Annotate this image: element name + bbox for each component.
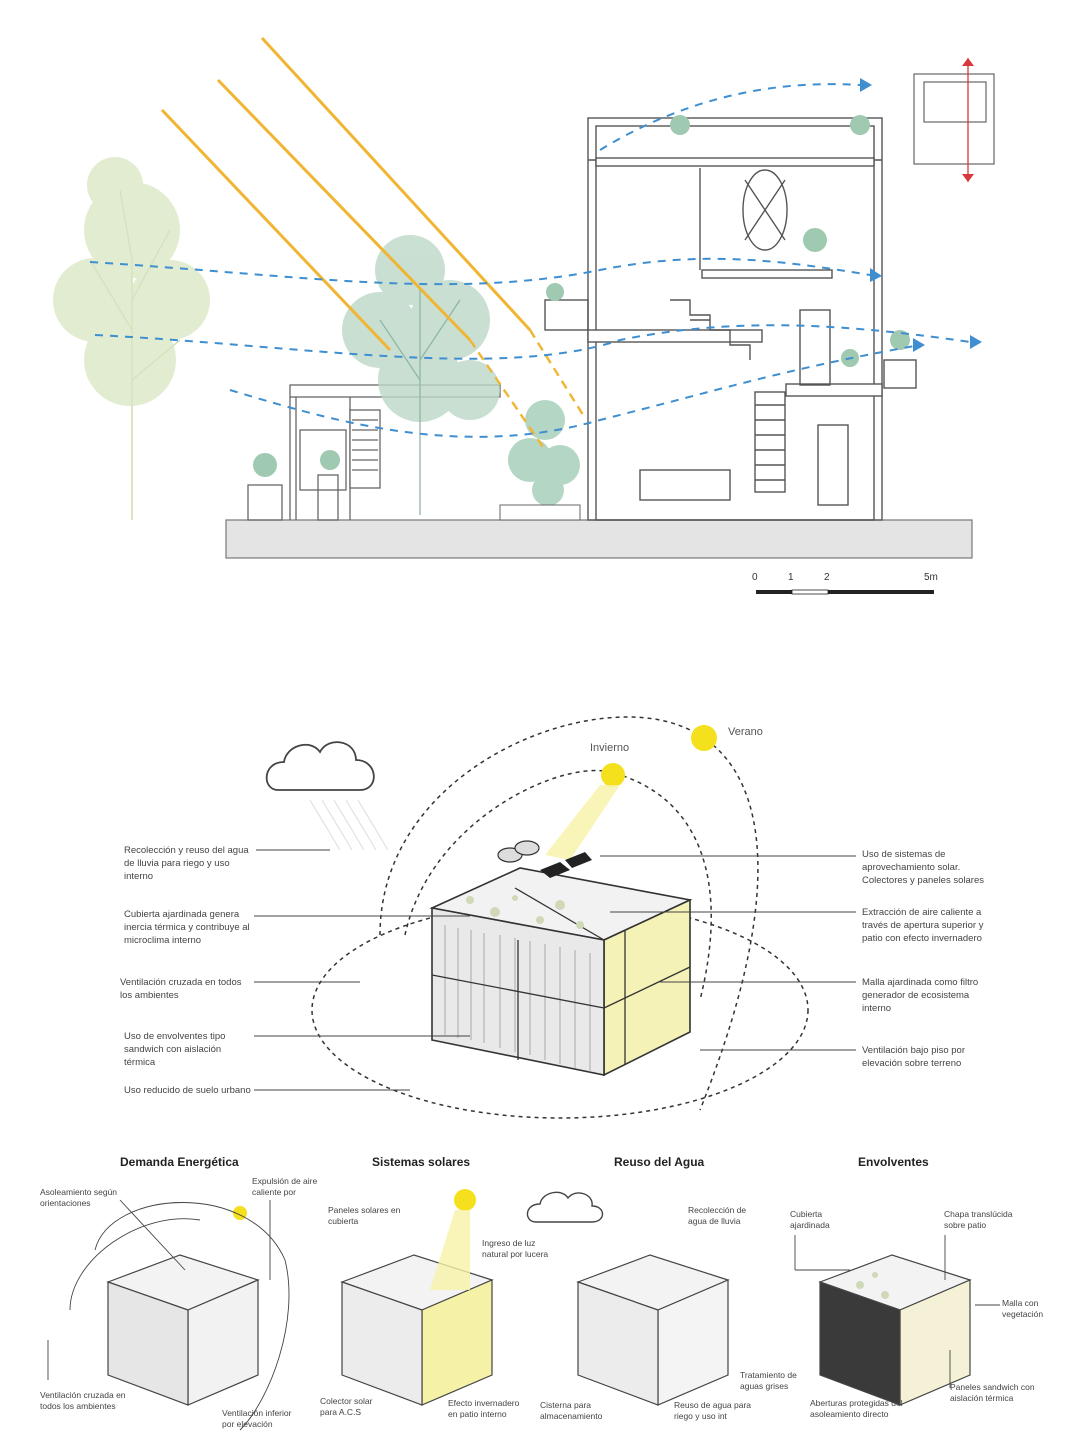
p2-label-solar-panels: Paneles solares en cubierta: [328, 1205, 401, 1226]
label-reduced-land-use: Uso reducido de suelo urbano: [124, 1085, 251, 1096]
patio-tree: [508, 400, 580, 506]
sun-summer-icon: [691, 725, 717, 751]
label-green-roof: Cubierta ajardinada genera inercia térmi…: [124, 909, 250, 946]
p2-label-solar-collector: Colector solar para A.C.S: [320, 1396, 373, 1417]
panel-title-water-reuse: Reuso del Agua: [614, 1155, 705, 1169]
sun-rays: [160, 36, 532, 352]
p4-label-translucent-sheet: Chapa translúcida sobre patio: [944, 1209, 1013, 1230]
scale-label-1: 1: [788, 572, 794, 583]
p1-label-hot-air: Expulsión de aire caliente por: [252, 1176, 318, 1197]
p4-label-sandwich-panels: Paneles sandwich con aislación térmica: [950, 1382, 1035, 1403]
label-green-mesh: Malla ajardinada como filtro generador d…: [862, 977, 979, 1014]
left-tree-foliage: [53, 157, 210, 406]
cloud-icon: [265, 741, 375, 791]
panel-title-solar-systems: Sistemas solares: [372, 1155, 471, 1169]
panel-title-energy-demand: Demanda Energética: [120, 1155, 239, 1169]
p3-label-rain-collection: Recolección de agua de lluvia: [688, 1205, 747, 1226]
p2-label-greenhouse: Efecto invernadero en patio interno: [448, 1398, 520, 1419]
main-building: [544, 117, 917, 521]
p1-label-cross-ventilation: Ventilación cruzada en todos los ambient…: [40, 1390, 126, 1411]
water-tanks: [497, 840, 540, 863]
scale-label-2: 2: [824, 572, 830, 583]
p2-label-natural-light: Ingreso de luz natural por lucera: [482, 1238, 549, 1259]
panel-4-cube: [818, 1254, 972, 1406]
leader-lines: [254, 849, 856, 1091]
panel-1-cube: [106, 1254, 260, 1406]
sun-paths: [311, 716, 809, 1119]
rain: [309, 799, 389, 851]
ground-slab: [225, 519, 973, 559]
scale-bar: [756, 589, 934, 595]
scale-label-5m: 5m: [924, 572, 938, 583]
key-plan: [913, 73, 995, 165]
label-underfloor-ventilation: Ventilación bajo piso por elevación sobr…: [862, 1045, 965, 1069]
p3-label-cistern: Cisterna para almacenamiento: [540, 1400, 603, 1421]
label-rainwater: Recolección y reuso del agua de lluvia p…: [124, 845, 249, 882]
season-label-winter: Invierno: [590, 742, 630, 754]
panel-3-cloud-icon: [526, 1191, 604, 1223]
roof-plants: [253, 115, 910, 477]
panel-3-cube: [576, 1254, 730, 1406]
panel-title-envelopes: Envolventes: [858, 1155, 929, 1169]
label-hot-air-extraction: Extracción de aire caliente a través de …: [862, 907, 984, 944]
p3-label-greywater: Tratamiento de aguas grises: [740, 1370, 797, 1391]
building-section-drawing: [53, 36, 995, 595]
label-solar-systems: Uso de sistemas de aprovechamiento solar…: [862, 849, 984, 886]
sun-winter-icon: [601, 763, 625, 787]
green-roof: [466, 895, 584, 929]
scale-label-0: 0: [752, 572, 758, 583]
p4-label-green-mesh: Malla con vegetación: [1002, 1298, 1044, 1319]
season-label-summer: Verano: [728, 726, 763, 738]
label-cross-ventilation: Ventilación cruzada en todos los ambient…: [120, 977, 242, 1001]
p4-label-protected-openings: Aberturas protegidas del asoleamiento di…: [810, 1398, 903, 1419]
panel-2-cube: [340, 1254, 494, 1406]
p4-label-green-roof: Cubierta ajardinada: [790, 1209, 830, 1230]
p3-label-water-reuse: Reuso de agua para riego y uso int: [674, 1400, 752, 1421]
airflow-arrows: [89, 83, 971, 438]
label-sandwich-envelope: Uso de envolventes tipo sandwich con ais…: [124, 1031, 226, 1068]
p1-label-sun-orientation: Asoleamiento según orientaciones: [40, 1187, 118, 1208]
p1-label-lower-ventilation: Ventilación inferior por elevación: [222, 1408, 292, 1429]
panel-1-sun-icon: [233, 1206, 247, 1220]
panel-2-sun-icon: [454, 1189, 476, 1211]
isometric-cube: [429, 867, 693, 1077]
